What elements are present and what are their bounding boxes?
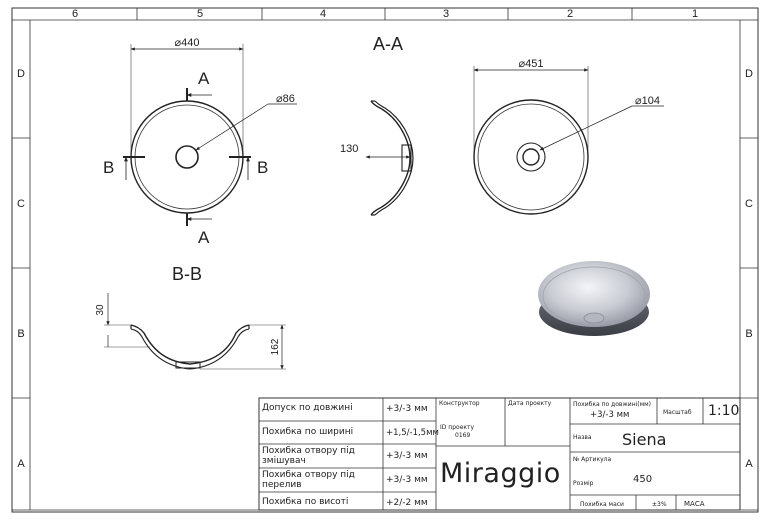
frame-row-label: D [745, 68, 753, 80]
frame-row-label: B [17, 328, 24, 340]
designer-label: Конструктор [439, 400, 480, 407]
frame-col-label: 5 [197, 8, 203, 20]
mass-error-value: ±3% [652, 501, 667, 508]
name-label: Назва [573, 434, 592, 441]
drain-diameter-label-right: ⌀104 [635, 95, 660, 107]
section-bb-total-height-label: 162 [270, 338, 281, 355]
scale-label: Масштаб [663, 409, 692, 416]
project-date-label: Дата проекту [508, 400, 552, 407]
section-bb-title: B-B [172, 264, 202, 284]
outer-diameter-label-right: ⌀451 [519, 58, 544, 70]
section-bb-view [104, 293, 286, 370]
bowl-3d-render [538, 261, 650, 336]
tolerance-value: +1,5/-1,5мм [386, 428, 439, 438]
plan-view-right [473, 66, 664, 215]
frame-row-label: C [745, 198, 753, 210]
scale-value: 1:10 [708, 403, 740, 419]
frame-row-label: C [17, 198, 25, 210]
tolerance-value: +3/-3 мм [386, 404, 428, 414]
tolerance-value: +3/-3 мм [386, 451, 428, 461]
frame-col-label: 4 [320, 8, 326, 20]
frame-col-label: 3 [443, 8, 449, 20]
tolerance-value: +2/-2 мм [386, 498, 428, 508]
section-marker-b-left: B [103, 158, 114, 177]
length-error-label: Похибка по довжині(мм) [573, 401, 652, 408]
section-marker-b-right: B [257, 158, 268, 177]
frame-row-label: A [745, 458, 753, 470]
size-value: 450 [633, 474, 653, 485]
frame-col-label: 1 [692, 8, 698, 20]
material-value: МАСА [684, 500, 705, 508]
frame-row-label: A [17, 458, 25, 470]
length-error-value: +3/-3 мм [590, 410, 630, 420]
section-aa-depth-label: 130 [340, 143, 358, 155]
frame-col-label: 2 [567, 8, 573, 20]
project-id-label: ID проекту [440, 424, 475, 431]
title-block-grid [258, 397, 741, 511]
plan-view-left [123, 44, 297, 226]
project-id-value: 0169 [455, 432, 471, 439]
tolerance-label: Допуск по довжині [262, 403, 353, 413]
tolerance-label: Похибка по ширині [262, 427, 354, 437]
section-bb-rim-height-label: 30 [95, 304, 106, 316]
tolerance-label: Похибка отвору під перелив [262, 470, 355, 490]
section-marker-a-bottom: A [198, 228, 210, 247]
drain-diameter-label-left: ⌀86 [276, 93, 295, 105]
section-marker-a-top: A [198, 69, 210, 88]
frame-row-label: B [745, 328, 752, 340]
brand-logo: Miraggio [440, 458, 561, 489]
frame-col-label: 6 [72, 8, 78, 20]
size-label: Розмір [573, 480, 594, 487]
outer-diameter-label-left: ⌀440 [175, 37, 200, 49]
article-label: № Артикула [573, 456, 612, 463]
mass-error-label: Похибка маси [580, 501, 624, 508]
tolerance-label: Похибка отвору під змішувач [262, 446, 355, 466]
section-aa-title: A-A [373, 34, 403, 54]
section-aa-view [365, 100, 414, 216]
product-name: Siena [622, 430, 667, 449]
frame-row-label: D [17, 68, 25, 80]
tolerance-label: Похибка по висоті [262, 497, 349, 507]
tolerance-value: +3/-3 мм [386, 475, 428, 485]
